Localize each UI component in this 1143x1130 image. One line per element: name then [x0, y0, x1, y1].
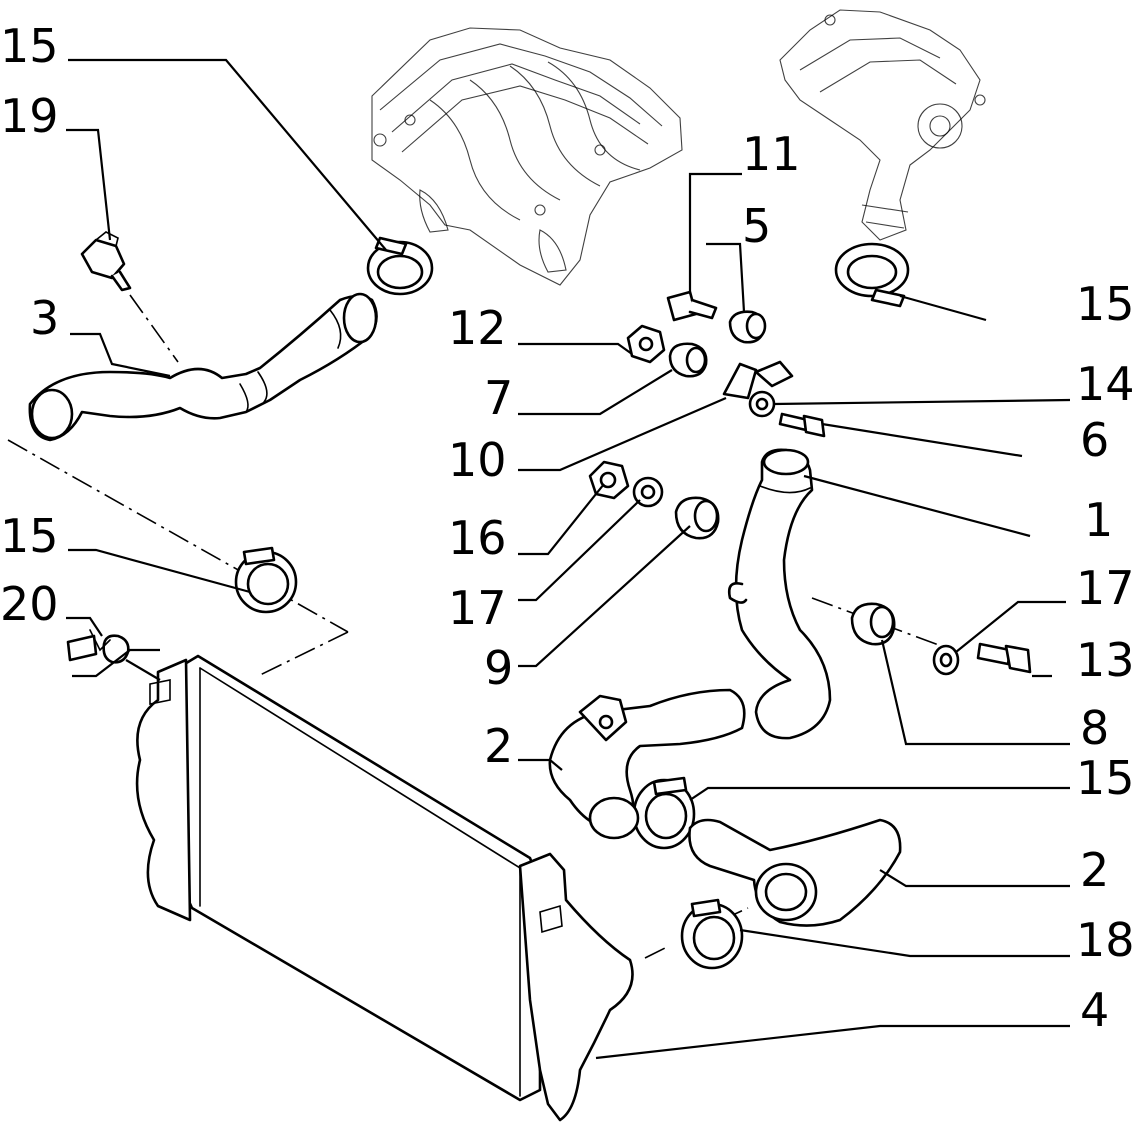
- part-15-clamp-top-right: [834, 242, 910, 308]
- part-11-bolt: [666, 290, 718, 322]
- part-7-bushing: [668, 342, 708, 378]
- callout-15-lower-right: 15: [1076, 751, 1135, 805]
- part-20-bolt: [66, 629, 130, 664]
- callout-10: 10: [448, 433, 507, 487]
- callout-17-left: 17: [448, 581, 507, 635]
- part-3-hose: [28, 292, 378, 442]
- part-12-nut: [626, 324, 666, 364]
- part-13-bolt: [976, 642, 1032, 674]
- callout-17-right: 17: [1076, 561, 1135, 615]
- callout-4: 4: [1080, 983, 1109, 1037]
- part-15-clamp-lower-center: [632, 776, 696, 850]
- callout-13: 13: [1076, 633, 1135, 687]
- part-5-bushing: [728, 310, 767, 344]
- callout-15-top-left: 15: [0, 19, 59, 73]
- callout-16: 16: [448, 511, 507, 565]
- callout-3: 3: [30, 291, 59, 345]
- callout-14: 14: [1076, 357, 1135, 411]
- callout-2-upper: 2: [484, 719, 513, 773]
- callout-8: 8: [1080, 701, 1109, 755]
- callout-20: 20: [0, 577, 59, 631]
- callout-15-top-right: 15: [1076, 277, 1135, 331]
- callout-numbers: 15 19 3 15 20 11 5 15 12 7 14 10 6 16 1 …: [0, 19, 1135, 1037]
- callout-1: 1: [1084, 493, 1113, 547]
- part-10-bracket: [722, 360, 794, 400]
- part-16-nut: [588, 460, 630, 500]
- part-2-pipe-upper: [548, 688, 746, 840]
- callout-5: 5: [742, 199, 771, 253]
- callout-11: 11: [742, 127, 801, 181]
- part-17-washer-lower: [932, 644, 960, 676]
- part-18-clamp: [680, 898, 744, 970]
- callout-18: 18: [1076, 913, 1135, 967]
- callout-7: 7: [484, 371, 513, 425]
- part-17-washer-upper: [632, 476, 664, 508]
- part-4-intercooler: [135, 654, 634, 1122]
- part-14-washer: [748, 390, 776, 418]
- intake-manifold-ghost: [371, 27, 683, 286]
- part-1-pipe: [727, 448, 832, 740]
- callout-19: 19: [0, 89, 59, 143]
- leader-lines: [66, 58, 1071, 1060]
- part-8-bushing: [850, 602, 896, 646]
- part-19-sensor: [80, 231, 132, 292]
- turbocharger-ghost: [779, 9, 986, 241]
- callout-12: 12: [448, 301, 507, 355]
- part-6-bolt: [778, 412, 826, 438]
- part-2-pipe-lower: [688, 818, 902, 927]
- callout-15-mid-left: 15: [0, 509, 59, 563]
- part-15-clamp-top-left: [366, 236, 434, 296]
- callout-6: 6: [1080, 413, 1109, 467]
- callout-9: 9: [484, 641, 513, 695]
- callout-2-lower: 2: [1080, 843, 1109, 897]
- part-15-clamp-mid-left: [234, 546, 298, 614]
